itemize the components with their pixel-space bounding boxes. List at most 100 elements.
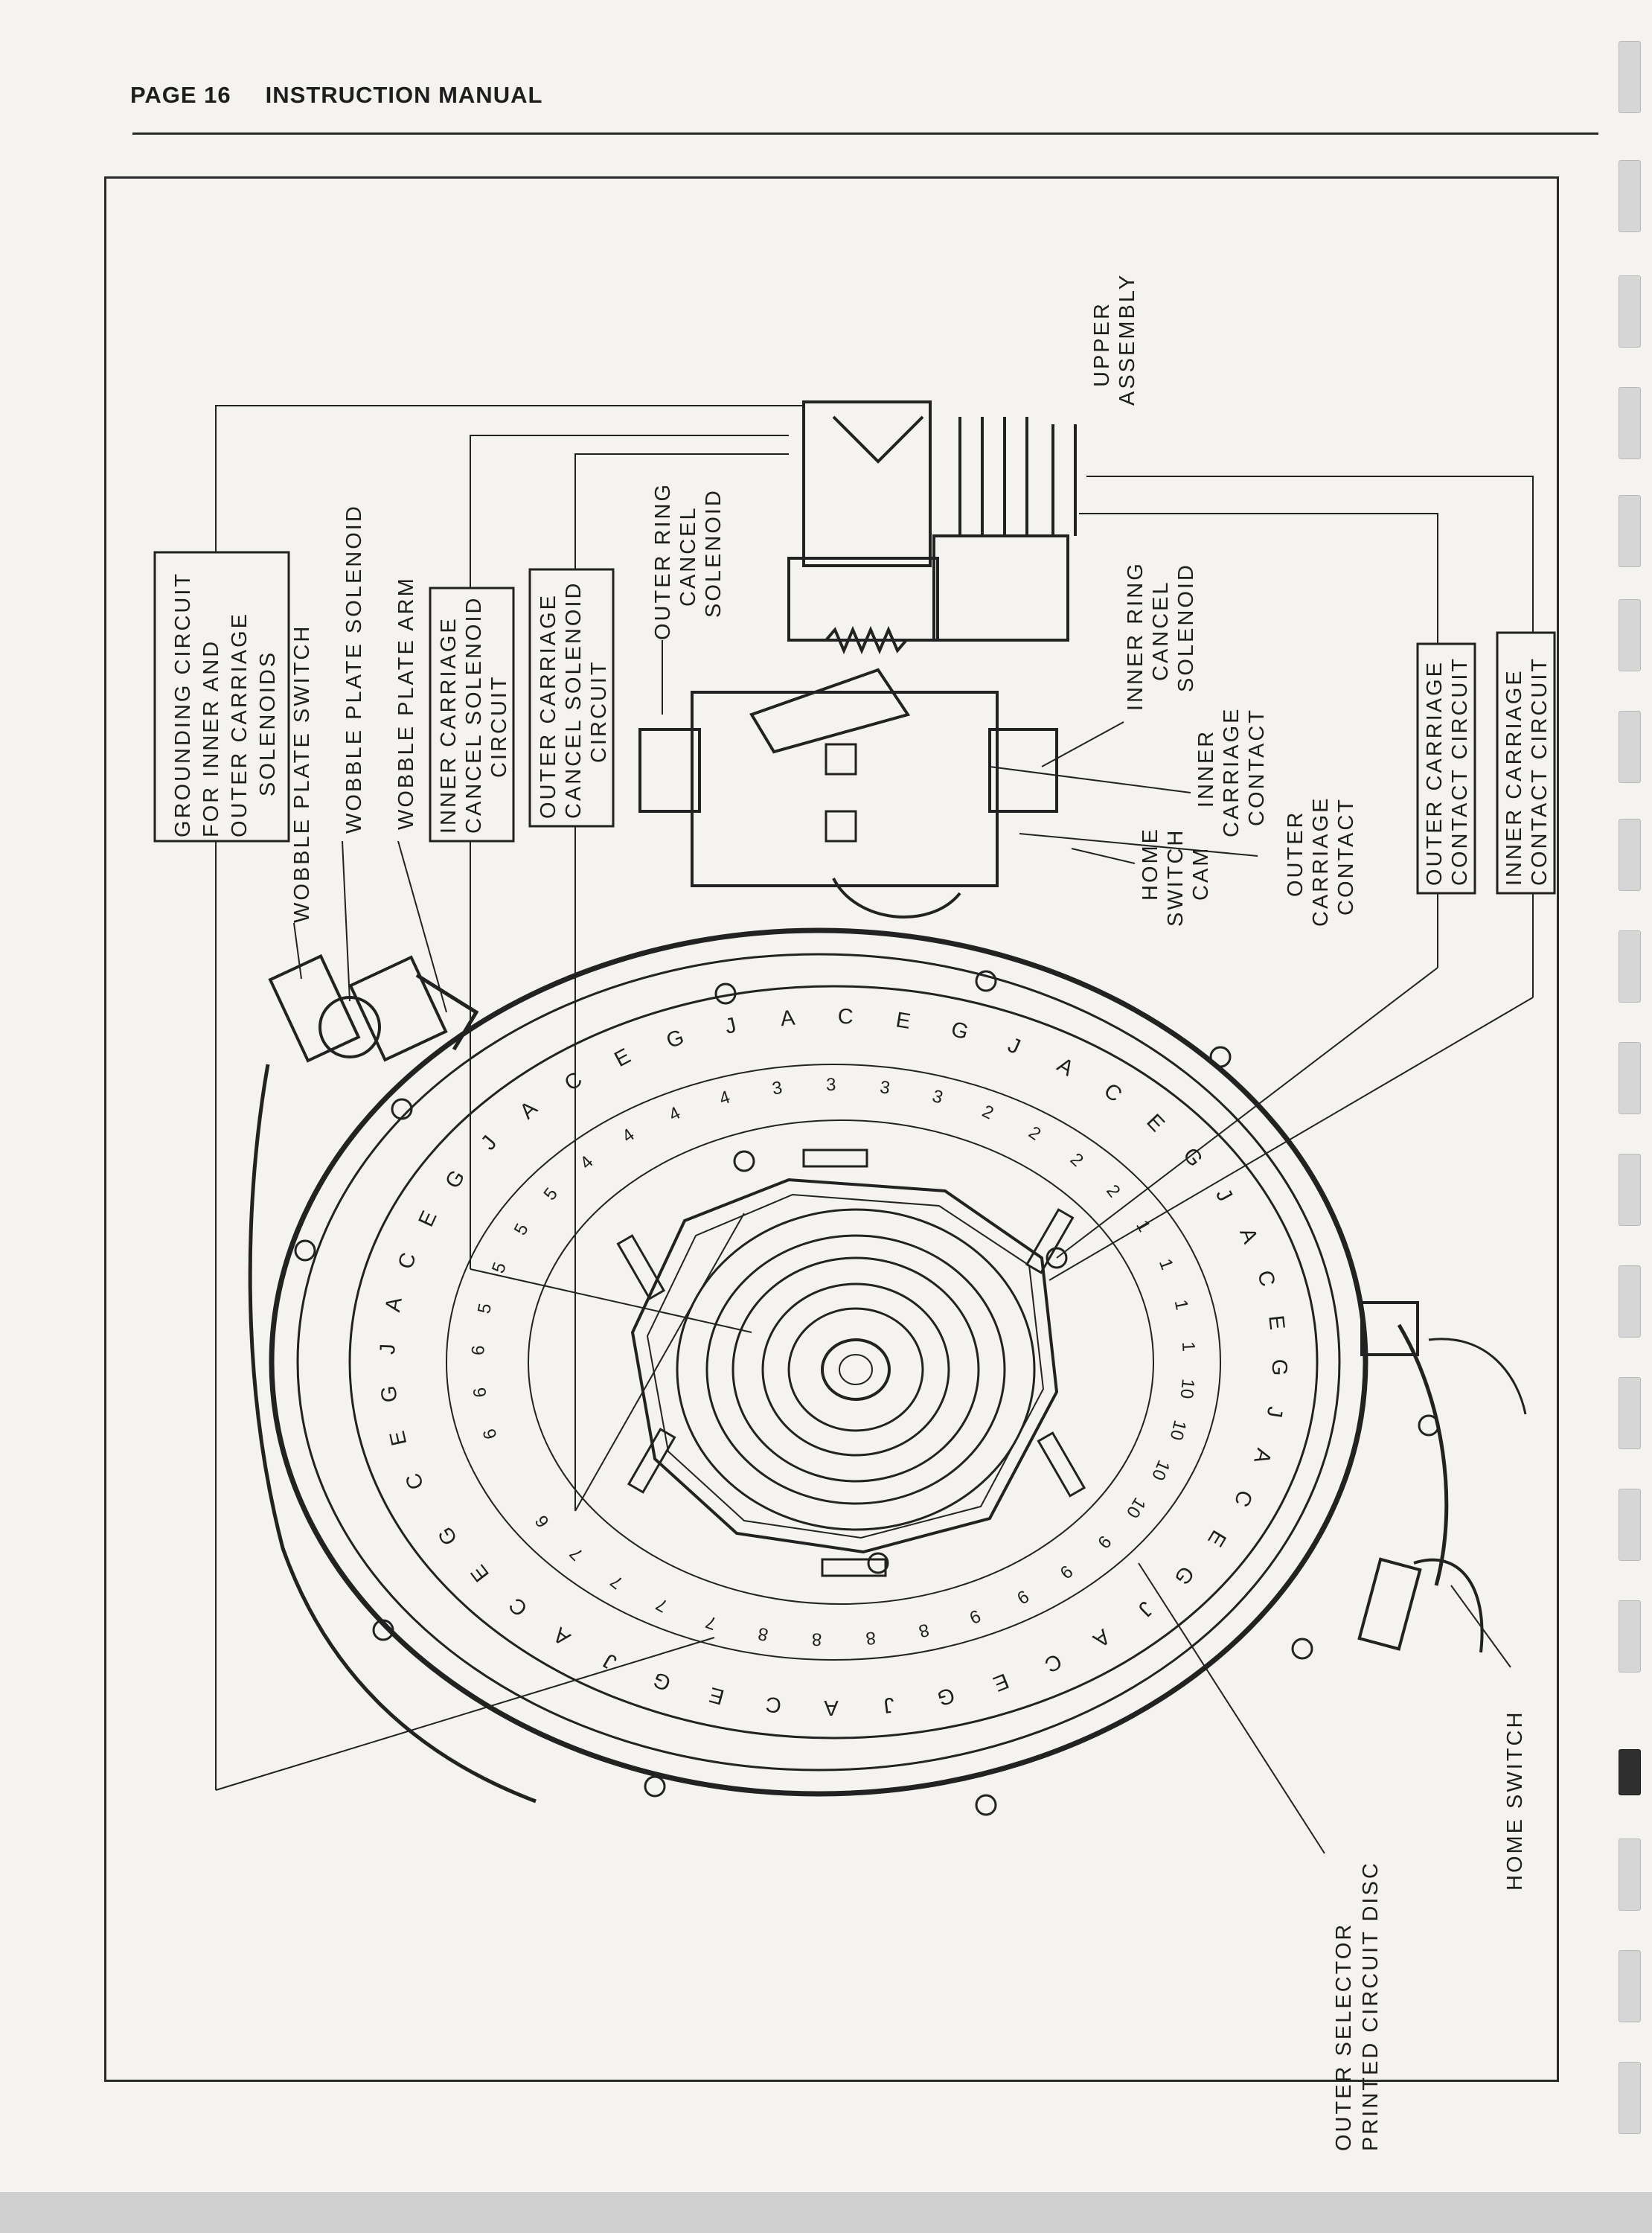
outer-ring-mark: A [516,1095,544,1124]
outer-ring-mark: C [1228,1486,1257,1512]
label-home-switch: HOME SWITCH [1503,1710,1527,1891]
page-edge-tab [1619,495,1641,567]
upper-assembly-clip [832,415,924,464]
screw-icon [372,1619,394,1641]
inner-ring-mark: 6 [531,1511,554,1530]
screw-icon [391,1098,413,1120]
wobble-spring-1 [676,1208,1036,1531]
label-upper-assembly: UPPER ASSEMBLY [1090,273,1139,406]
inner-ring-mark: 4 [618,1125,638,1147]
label-wobble-plate-arm: WOBBLE PLATE ARM [394,576,418,830]
disc-clip-left [616,1234,666,1300]
outer-ring-mark: E [414,1205,443,1230]
wobble-plate-switch [268,953,361,1063]
hex-hub-inner [646,1193,1045,1539]
outer-ring-mark: E [894,1008,915,1034]
box-inner-cancel [429,587,515,843]
box-inner-contact [1496,631,1556,895]
disc-clip-lower-left [627,1428,676,1494]
inner-ring-mark: 9 [967,1606,984,1628]
wobble-spring-4 [761,1282,950,1457]
disc-plate [348,985,1319,1740]
outer-ring-mark: C [1099,1079,1128,1108]
inner-ring-mark: 2 [1025,1122,1044,1145]
home-switch [1357,1557,1422,1651]
inner-ring-mark: 5 [474,1302,496,1315]
leader-grounding-to-disc [215,1637,715,1791]
leader-inner-contact-to-disc [1048,997,1534,1281]
label-grounding: GROUNDING CIRCUIT FOR INNER AND OUTER CA… [171,563,280,837]
leader-inner-cancel-to-disc [470,1268,752,1333]
inner-ring-mark: 4 [576,1152,597,1174]
outer-ring-mark: C [762,1691,783,1717]
screw-icon [975,1794,997,1816]
outer-ring-mark: C [394,1248,422,1271]
page-edge-tab [1619,711,1641,783]
carriage-bar-left [638,728,701,813]
label-boxes [153,551,1556,895]
hex-hub-plate [630,1178,1059,1554]
figure-frame [104,176,1559,2082]
outer-ring-mark: G [432,1521,462,1549]
outer-ring-mark: C [400,1468,429,1492]
wobble-plate-arm [415,973,479,1051]
inner-ring-mark: 3 [771,1078,784,1099]
inner-ring-mark: 6 [470,1387,490,1399]
upper-assembly-bracket [802,400,932,567]
outer-ring-mark: A [1053,1053,1080,1082]
outer-ring-mark: J [723,1013,740,1039]
wobble-spring-5 [787,1307,924,1432]
inner-ring-mark: 5 [540,1184,562,1204]
label-outer-ring-cancel: OUTER RING CANCEL SOLENOID [651,474,726,640]
inner-ring-mark: 1 [1155,1256,1177,1273]
outer-ring-mark: E [385,1426,412,1448]
inner-ring-mark: 7 [653,1594,671,1616]
page-edge-tab [1619,599,1641,671]
inner-ring-mark: 4 [717,1087,732,1109]
outer-ring-mark: C [560,1066,589,1096]
wobble-spring-2 [705,1234,1006,1505]
outer-ring-mark: E [465,1559,494,1586]
box-grounding [153,551,290,843]
label-inner-carriage-contact: INNER CARRIAGE CONTACT [1194,698,1269,837]
inner-ring-mark: 3 [879,1077,891,1099]
page-edge-tab [1619,1154,1641,1226]
page-edge-tab [1619,1489,1641,1561]
inner-ring-mark: 3 [826,1075,836,1095]
wobble-spring-3 [731,1256,980,1483]
page-edge-tab [1619,1265,1641,1338]
outer-ring-mark: A [779,1006,798,1031]
disc-clip-right [1025,1208,1075,1274]
outer-ring-mark: E [1202,1526,1231,1553]
label-home-switch-cam: HOME SWITCH CAM [1139,819,1213,927]
outer-ring-mark: J [476,1129,503,1154]
carriage-lever [749,668,911,754]
inner-ring-mark: 7 [703,1611,720,1634]
upper-assembly-plate [932,534,1069,642]
leader-wobble-solenoid [342,840,350,1002]
leader-inner-carriage-contact [989,766,1191,793]
inner-track [528,1119,1154,1605]
outer-ring-mark: G [932,1683,957,1710]
outer-ring-mark: G [1178,1143,1208,1173]
screw-icon [714,983,737,1005]
label-wobble-plate-solenoid: WOBBLE PLATE SOLENOID [342,504,366,834]
box-outer-cancel [528,568,615,828]
cancel-spring [825,625,908,655]
label-outer-contact-circuit: OUTER CARRIAGE CONTACT CIRCUIT [1423,652,1472,886]
outer-ring-mark: J [1211,1185,1238,1208]
outer-ring-mark: C [503,1591,533,1621]
outer-ring-mark: G [1267,1358,1291,1378]
disc-clip-top [802,1149,868,1168]
outer-ring-mark: J [880,1693,896,1718]
outer-ring-mark: G [377,1382,402,1403]
inner-ring-mark: 8 [917,1620,932,1642]
leader-outer-contact-to-disc [1056,967,1438,1259]
outer-ring-mark: E [705,1681,727,1709]
inner-ring-mark: 4 [666,1103,684,1125]
outer-ring-mark: C [1252,1268,1280,1291]
inner-ring-mark: 1 [1178,1341,1199,1352]
leader-inner-contact-circuit [1086,476,1534,633]
